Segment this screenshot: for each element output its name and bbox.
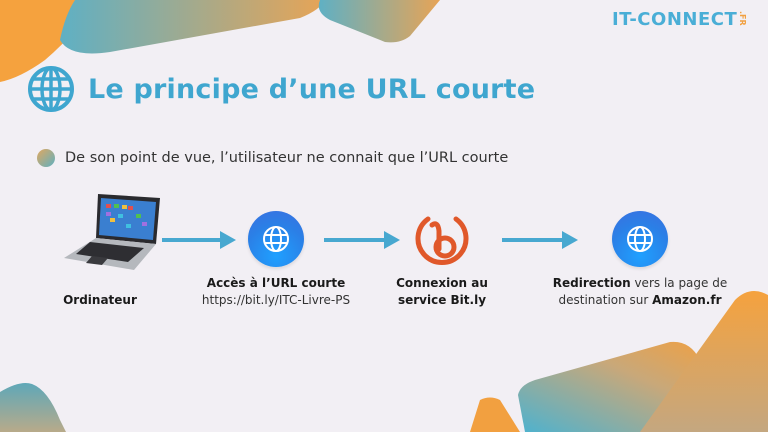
node-label-line2: service Bit.ly xyxy=(397,293,487,307)
node-label: Accès à l’URL courte xyxy=(206,276,346,290)
globe-icon xyxy=(28,66,74,112)
arrow-1 xyxy=(162,231,236,249)
short-url-link[interactable]: https://bit.ly/ITC-Livre-PS xyxy=(201,293,351,307)
node-connexion-bitly: Connexion au service Bit.ly xyxy=(372,275,512,309)
globe-icon xyxy=(612,211,668,267)
node-label-text: vers la page de xyxy=(630,276,728,290)
globe-icon xyxy=(248,211,304,267)
arrow-2 xyxy=(324,231,400,249)
bullet-text: De son point de vue, l’utilisateur ne co… xyxy=(65,150,509,166)
logo-text: IT-CONNECT xyxy=(612,9,738,30)
logo-tld: .FR xyxy=(738,11,748,26)
page-header: Le principe d’une URL courte xyxy=(26,64,535,114)
node-label-text-2: destination sur xyxy=(558,293,653,307)
node-label-amazon: Amazon.fr xyxy=(652,293,722,307)
node-acces-url: Accès à l’URL courte https://bit.ly/ITC-… xyxy=(196,275,356,309)
it-connect-logo[interactable]: IT-CONNECT .FR xyxy=(612,9,747,30)
node-label: Ordinateur xyxy=(63,293,137,307)
arrow-3 xyxy=(502,231,578,249)
node-label-bold: Redirection xyxy=(552,276,631,290)
node-ordinateur: Ordinateur xyxy=(50,292,150,309)
bullet-dot-icon xyxy=(37,149,55,167)
laptop-icon xyxy=(64,194,160,270)
bitly-icon xyxy=(415,216,469,265)
node-label-line1: Connexion au xyxy=(396,276,488,290)
page-title: Le principe d’une URL courte xyxy=(88,73,536,105)
node-redirection: Redirection vers la page de destination … xyxy=(550,275,730,309)
bullet-point: De son point de vue, l’utilisateur ne co… xyxy=(37,149,508,167)
